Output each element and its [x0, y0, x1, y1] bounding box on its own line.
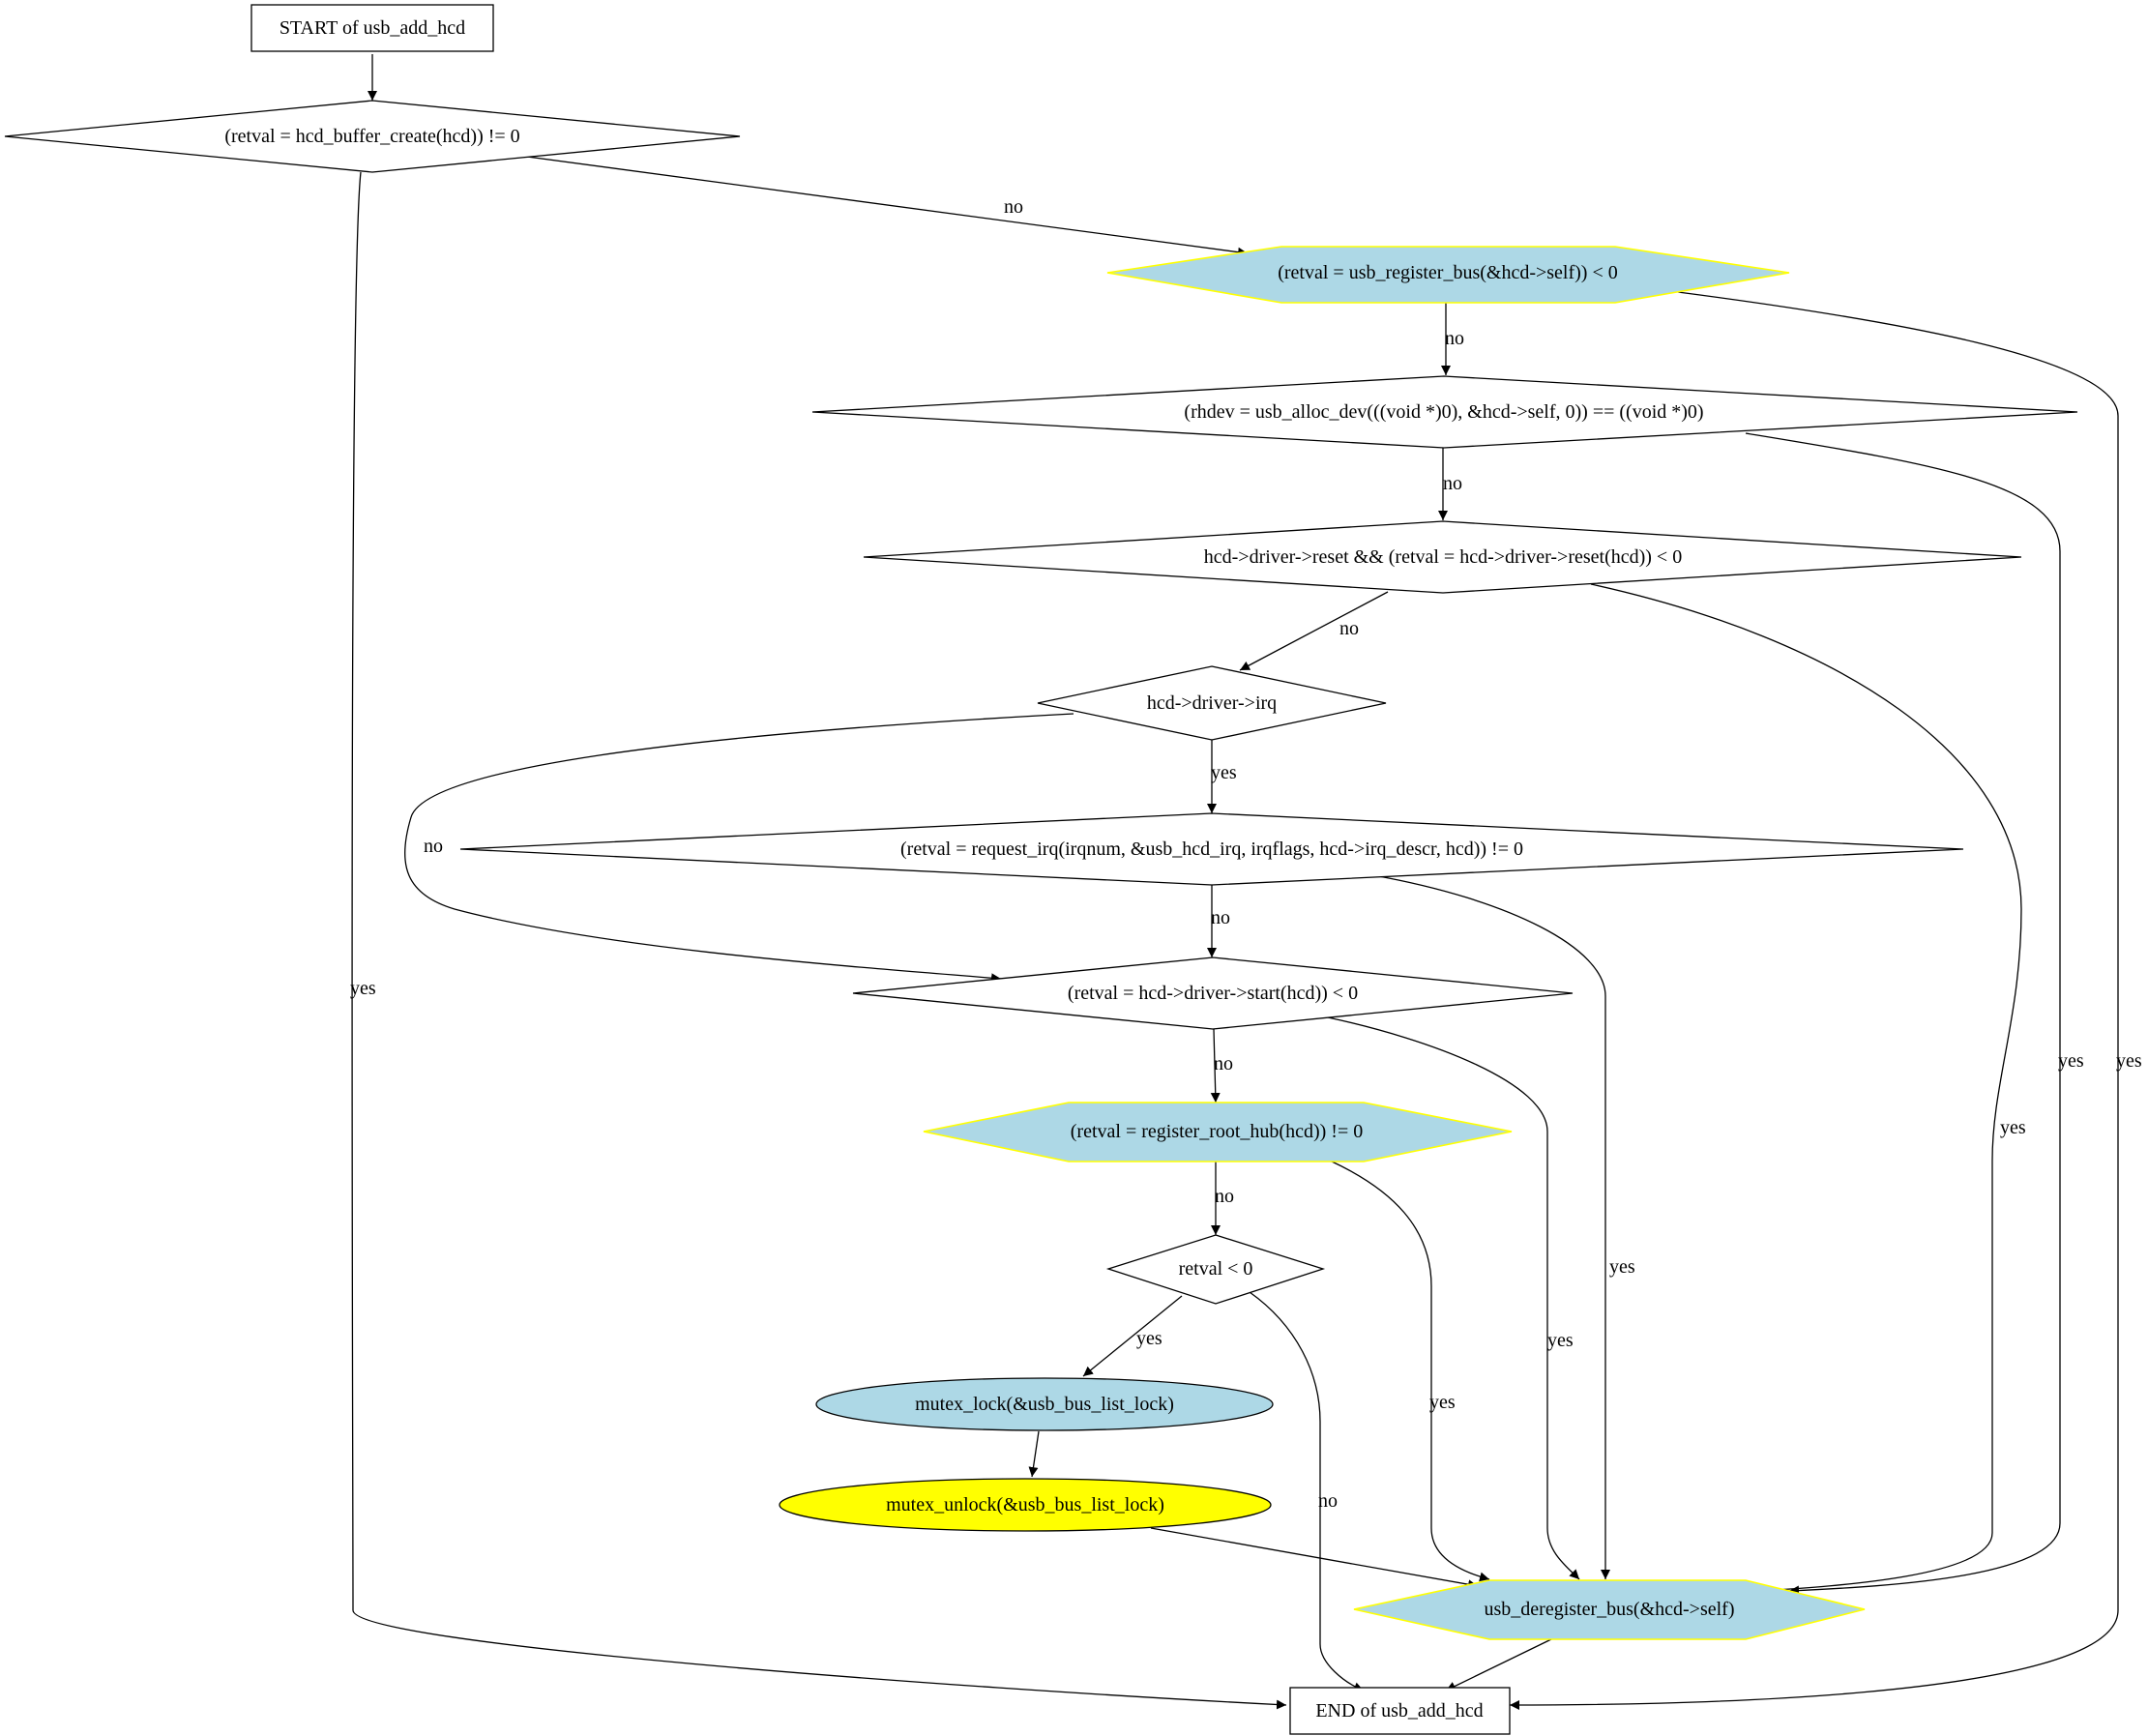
edge-label-n6-n12: yes [1609, 1256, 1635, 1278]
edge-n11-to-n12 [1150, 1527, 1479, 1590]
action-mutex-unlock-label: mutex_unlock(&usb_bus_list_lock) [886, 1494, 1164, 1515]
decision-driver-reset-label: hcd->driver->reset && (retval = hcd->dri… [1204, 546, 1682, 568]
edge-n10-to-n11 [1028, 1430, 1040, 1478]
edge-n1-to-n2 [526, 156, 1249, 257]
action-register-root-hub: (retval = register_root_hub(hcd)) != 0 [923, 1102, 1513, 1162]
decision-driver-irq-label: hcd->driver->irq [1147, 692, 1277, 714]
start-node: START of usb_add_hcd [250, 4, 494, 52]
decision-request-irq: (retval = request_irq(irqnum, &usb_hcd_i… [459, 812, 1964, 886]
edge-n8-to-n12 [1329, 1160, 1490, 1582]
edge-n2-to-end [1509, 291, 2119, 1710]
edge-n12-to-end [1445, 1638, 1552, 1692]
action-register-root-hub-label: (retval = register_root_hub(hcd)) != 0 [1071, 1121, 1363, 1142]
edge-n7-to-n8 [1210, 1028, 1221, 1103]
action-mutex-unlock: mutex_unlock(&usb_bus_list_lock) [779, 1478, 1272, 1532]
nodes: START of usb_add_hcd (retval = hcd_buffe… [4, 4, 2078, 1735]
edge-label-n9-end: no [1318, 1490, 1338, 1512]
edge-n7-to-n12 [1327, 1016, 1580, 1580]
edge-n4-to-n12 [1590, 583, 2022, 1596]
edge-label-n9-n10: yes [1136, 1328, 1162, 1349]
edge-label-n8-n12: yes [1429, 1392, 1456, 1413]
edge-label-n3-n4: no [1443, 473, 1462, 494]
decision-alloc-dev-label: (rhdev = usb_alloc_dev(((void *)0), &hcd… [1184, 401, 1703, 423]
edge-n1-to-end [351, 171, 1287, 1710]
action-mutex-lock-label: mutex_lock(&usb_bus_list_lock) [915, 1394, 1174, 1415]
edge-label-n7-n12: yes [1547, 1330, 1574, 1351]
action-register-bus-label: (retval = usb_register_bus(&hcd->self)) … [1278, 262, 1618, 283]
action-deregister-bus-label: usb_deregister_bus(&hcd->self) [1485, 1599, 1735, 1620]
decision-driver-start: (retval = hcd->driver->start(hcd)) < 0 [852, 956, 1574, 1030]
decision-buffer-create: (retval = hcd_buffer_create(hcd)) != 0 [4, 100, 741, 173]
edge-label-n4-n12: yes [2000, 1117, 2026, 1138]
edge-label-n6-n7: no [1211, 907, 1230, 928]
edge-n5-to-n7 [404, 713, 1074, 984]
edge-label-n5-n7: no [424, 836, 443, 857]
start-node-label: START of usb_add_hcd [280, 17, 465, 39]
edge-label-n8-n9: no [1215, 1186, 1234, 1207]
edge-label-n4-n5: no [1339, 618, 1359, 639]
edge-n3-to-n12 [1745, 432, 2061, 1596]
decision-retval-negative: retval < 0 [1105, 1234, 1326, 1305]
decision-driver-reset: hcd->driver->reset && (retval = hcd->dri… [863, 520, 2022, 594]
edge-label-n1-n2: no [1004, 196, 1023, 218]
edges: no yes no yes no yes no yes yes no no ye… [350, 54, 2142, 1710]
edge-n9-to-n10 [1082, 1295, 1183, 1377]
edge-n9-to-end [1249, 1291, 1365, 1692]
edge-label-n1-end: yes [350, 978, 376, 999]
action-mutex-lock: mutex_lock(&usb_bus_list_lock) [815, 1377, 1274, 1431]
decision-retval-negative-label: retval < 0 [1179, 1258, 1253, 1280]
edge-label-n3-n12: yes [2058, 1050, 2084, 1072]
edge-label-n7-n8: no [1214, 1053, 1233, 1074]
decision-alloc-dev: (rhdev = usb_alloc_dev(((void *)0), &hcd… [811, 375, 2078, 449]
edge-label-n5-n6: yes [1211, 762, 1237, 783]
decision-driver-start-label: (retval = hcd->driver->start(hcd)) < 0 [1068, 983, 1358, 1004]
decision-driver-irq: hcd->driver->irq [1037, 665, 1387, 741]
edge-n6-to-n12 [1372, 874, 1610, 1579]
decision-request-irq-label: (retval = request_irq(irqnum, &usb_hcd_i… [900, 839, 1523, 860]
edge-label-n2-n3: no [1445, 328, 1464, 349]
end-node: END of usb_add_hcd [1289, 1687, 1511, 1735]
action-deregister-bus: usb_deregister_bus(&hcd->self) [1353, 1579, 1866, 1640]
edge-label-n2-end: yes [2116, 1050, 2142, 1072]
decision-buffer-create-label: (retval = hcd_buffer_create(hcd)) != 0 [224, 126, 519, 147]
edge-n4-to-n5 [1239, 591, 1389, 671]
end-node-label: END of usb_add_hcd [1315, 1700, 1483, 1721]
action-register-bus: (retval = usb_register_bus(&hcd->self)) … [1106, 246, 1790, 304]
